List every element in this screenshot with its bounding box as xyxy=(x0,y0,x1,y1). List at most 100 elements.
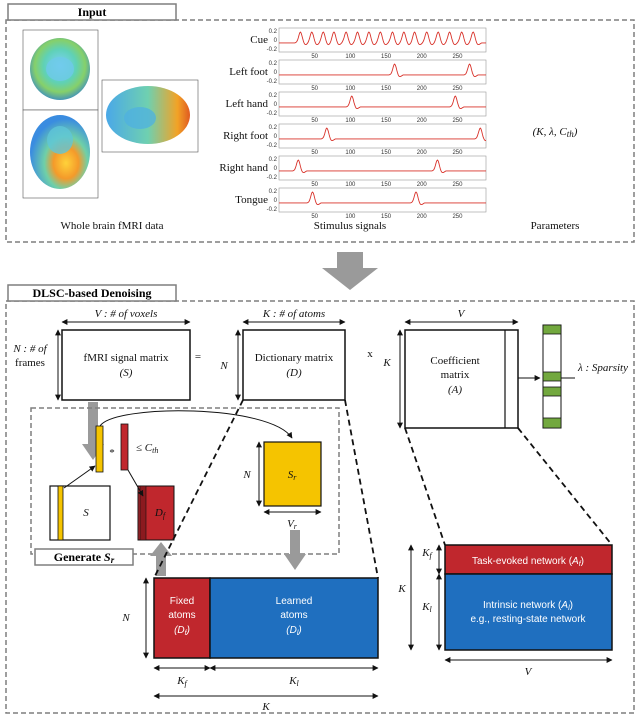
params-value: (K, λ, Cth) xyxy=(533,126,578,139)
y-tick-label: 0 xyxy=(274,70,278,76)
x-tick-label: 50 xyxy=(311,86,318,92)
y-tick-label: 0 xyxy=(274,198,278,204)
x-tick-label: 100 xyxy=(345,150,356,156)
x-tick-label: 150 xyxy=(381,182,392,188)
coef-matrix-label-2: matrix xyxy=(441,369,470,381)
x-tick-label: 100 xyxy=(345,54,356,60)
denoise-title-box xyxy=(7,284,177,302)
task-evoked-block xyxy=(444,544,613,575)
y-tick-label: 0 xyxy=(274,102,278,108)
small-s-label: S xyxy=(83,507,89,519)
y-tick-label: 0.2 xyxy=(269,157,278,163)
signal-label: Left hand xyxy=(226,98,269,110)
k-label-coef-big: K xyxy=(397,583,406,595)
signal-line xyxy=(279,127,486,142)
fixed-atoms-block xyxy=(153,577,211,659)
x-tick-label: 150 xyxy=(381,150,392,156)
x-tick-label: 150 xyxy=(381,54,392,60)
signal-plot-frame xyxy=(278,59,487,85)
fixed-atoms-label-1: Fixed xyxy=(170,596,194,607)
intrinsic-label: Intrinsic network (Al) xyxy=(483,600,573,612)
n-label-sr: N xyxy=(242,469,251,481)
x-tick-label: 50 xyxy=(311,118,318,124)
denoise-title: DLSC-based Denoising xyxy=(32,286,151,300)
x-tick-label: 100 xyxy=(345,86,356,92)
y-tick-label: -0.2 xyxy=(267,207,278,213)
k-atoms-label: K : # of atoms xyxy=(262,308,325,320)
kf-label-coef: Kf xyxy=(421,547,433,560)
x-tick-label: 250 xyxy=(452,214,463,220)
denoise-panel: DLSC-based Denoising V : # of voxels fMR… xyxy=(5,284,635,714)
red-column xyxy=(120,423,129,471)
y-tick-label: 0 xyxy=(274,134,278,140)
denoise-panel-border xyxy=(5,300,635,714)
x-tick-label: 250 xyxy=(452,86,463,92)
learned-atoms-label-2: atoms xyxy=(280,610,307,621)
x-tick-label: 150 xyxy=(381,214,392,220)
signal-line xyxy=(279,63,486,78)
signal-line xyxy=(279,191,486,206)
intrinsic-block xyxy=(444,573,613,651)
signal-label: Left foot xyxy=(229,66,268,78)
learned-atoms-symbol: (Dl) xyxy=(286,625,301,637)
signal-label: Right hand xyxy=(219,162,268,174)
y-tick-label: 0.2 xyxy=(269,125,278,131)
v-label-coef-big: V xyxy=(525,666,533,678)
fmri-matrix-label: fMRI signal matrix xyxy=(84,352,169,364)
n-frames-label: N : # of xyxy=(12,343,48,355)
x-tick-label: 250 xyxy=(452,182,463,188)
input-title: Input xyxy=(78,5,107,19)
yellow-column xyxy=(95,425,104,473)
cth-label: ≤ Cth xyxy=(136,442,158,455)
y-tick-label: -0.2 xyxy=(267,175,278,181)
intrinsic-example: e.g., resting-state network xyxy=(470,614,586,625)
v-label-coef: V xyxy=(458,308,466,320)
n-label-dictionary: N xyxy=(219,360,228,372)
signal-plot-frame xyxy=(278,155,487,181)
x-tick-label: 200 xyxy=(417,182,428,188)
times-sign: x xyxy=(367,348,373,360)
vr-label: Vr xyxy=(287,518,298,531)
dictionary-matrix-label: Dictionary matrix xyxy=(255,352,334,364)
signal-plot-frame xyxy=(278,91,487,117)
x-tick-label: 50 xyxy=(311,54,318,60)
params-caption: Parameters xyxy=(531,220,580,232)
coef-matrix-label-1: Coefficient xyxy=(430,355,479,367)
signal-plot-frame xyxy=(278,187,487,213)
y-tick-label: -0.2 xyxy=(267,47,278,53)
dictionary-matrix-symbol: (D) xyxy=(286,367,302,379)
x-tick-label: 100 xyxy=(345,214,356,220)
dictionary-matrix xyxy=(242,329,346,401)
signals-caption: Stimulus signals xyxy=(314,220,386,232)
x-tick-label: 150 xyxy=(381,86,392,92)
y-tick-label: -0.2 xyxy=(267,111,278,117)
signal-line xyxy=(279,159,486,174)
x-tick-label: 50 xyxy=(311,182,318,188)
x-tick-label: 200 xyxy=(417,214,428,220)
gray-arrow-df xyxy=(150,542,172,556)
signal-label: Cue xyxy=(250,34,268,46)
x-tick-label: 200 xyxy=(417,150,428,156)
v-voxels-label: V : # of voxels xyxy=(95,308,158,320)
signal-plot-frame xyxy=(278,27,487,53)
k-label-coef: K xyxy=(382,357,391,369)
signal-plot-frame xyxy=(278,123,487,149)
x-tick-label: 250 xyxy=(452,54,463,60)
y-tick-label: 0.2 xyxy=(269,93,278,99)
kl-label-coef: Kl xyxy=(421,601,432,614)
y-tick-label: -0.2 xyxy=(267,79,278,85)
y-tick-label: 0.2 xyxy=(269,189,278,195)
sr-label: Sr xyxy=(288,469,298,482)
coef-matrix-symbol: (A) xyxy=(448,384,462,396)
k-label-big: K xyxy=(261,701,270,713)
x-tick-label: 200 xyxy=(417,118,428,124)
sr-matrix xyxy=(263,441,322,507)
x-tick-label: 50 xyxy=(311,214,318,220)
x-tick-label: 50 xyxy=(311,150,318,156)
brain-images xyxy=(22,29,199,199)
